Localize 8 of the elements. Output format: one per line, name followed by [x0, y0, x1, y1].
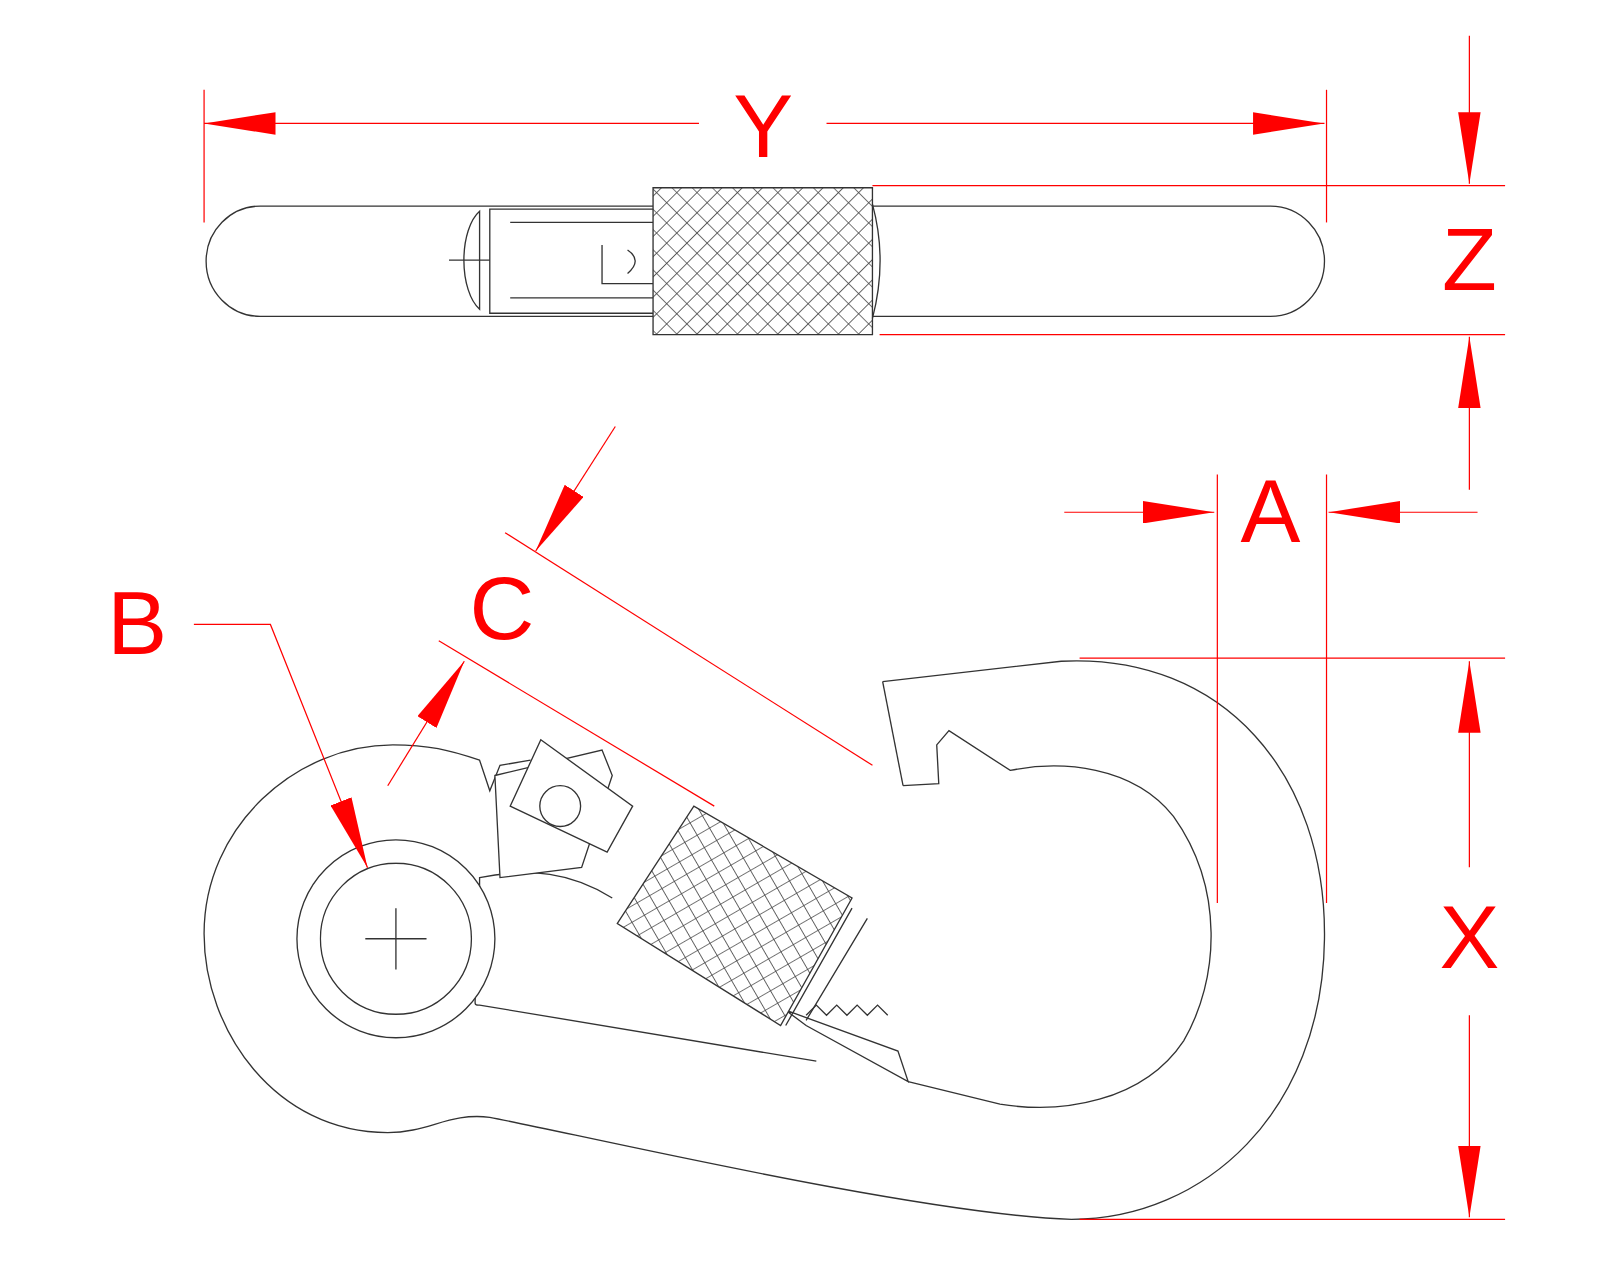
dimension-label: A: [1239, 466, 1302, 559]
dimension-label: C: [468, 563, 536, 656]
dimension-label: Y: [732, 81, 795, 174]
callout-letter: B: [107, 578, 194, 671]
eye-hole: [319, 862, 473, 1016]
dimension-label: Z: [1440, 214, 1498, 307]
dimension-label: X: [1438, 892, 1501, 985]
leader-line: [193, 623, 369, 869]
